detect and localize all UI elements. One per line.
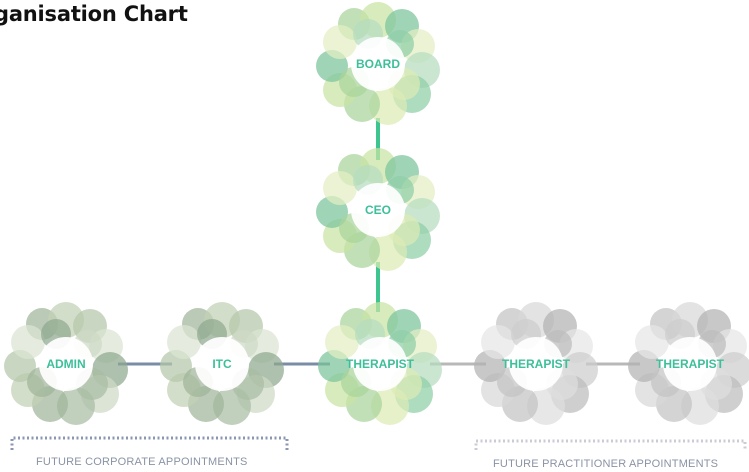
cloud-blob [325,325,359,359]
node-label: THERAPIST [656,357,725,371]
node-core [39,337,93,391]
node-core [195,337,249,391]
node-label: THERAPIST [502,357,571,371]
chart-title: ganisation Chart [0,2,188,26]
node-core [351,37,405,91]
node-label: ADMIN [46,357,85,371]
cloud-blob [11,325,45,359]
node-ceo[interactable]: CEO [316,148,440,271]
node-core [663,337,717,391]
node-label: BOARD [356,57,400,71]
cloud-blob [323,171,357,205]
practitioner-appointments-label: FUTURE PRACTITIONER APPOINTMENTS [493,458,719,470]
corporate-appointments-label: FUTURE CORPORATE APPOINTMENTS [36,456,248,468]
node-therapist-2[interactable]: THERAPIST [474,302,598,425]
cloud-blob [481,325,515,359]
node-core [509,337,563,391]
cloud-blob [167,325,201,359]
node-board[interactable]: BOARD [316,2,440,125]
node-therapist-3[interactable]: THERAPIST [628,302,749,425]
node-admin[interactable]: ADMIN [4,302,128,425]
node-core [351,183,405,237]
bracket-corporate [10,436,289,450]
node-therapist-main[interactable]: THERAPIST [318,302,442,425]
cloud-blob [323,25,357,59]
node-label: ITC [212,357,232,371]
bracket-practitioner [474,439,747,450]
node-label: CEO [365,203,391,217]
node-label: THERAPIST [346,357,415,371]
node-itc[interactable]: ITC [160,302,284,425]
node-core [353,337,407,391]
cloud-blob [635,325,669,359]
